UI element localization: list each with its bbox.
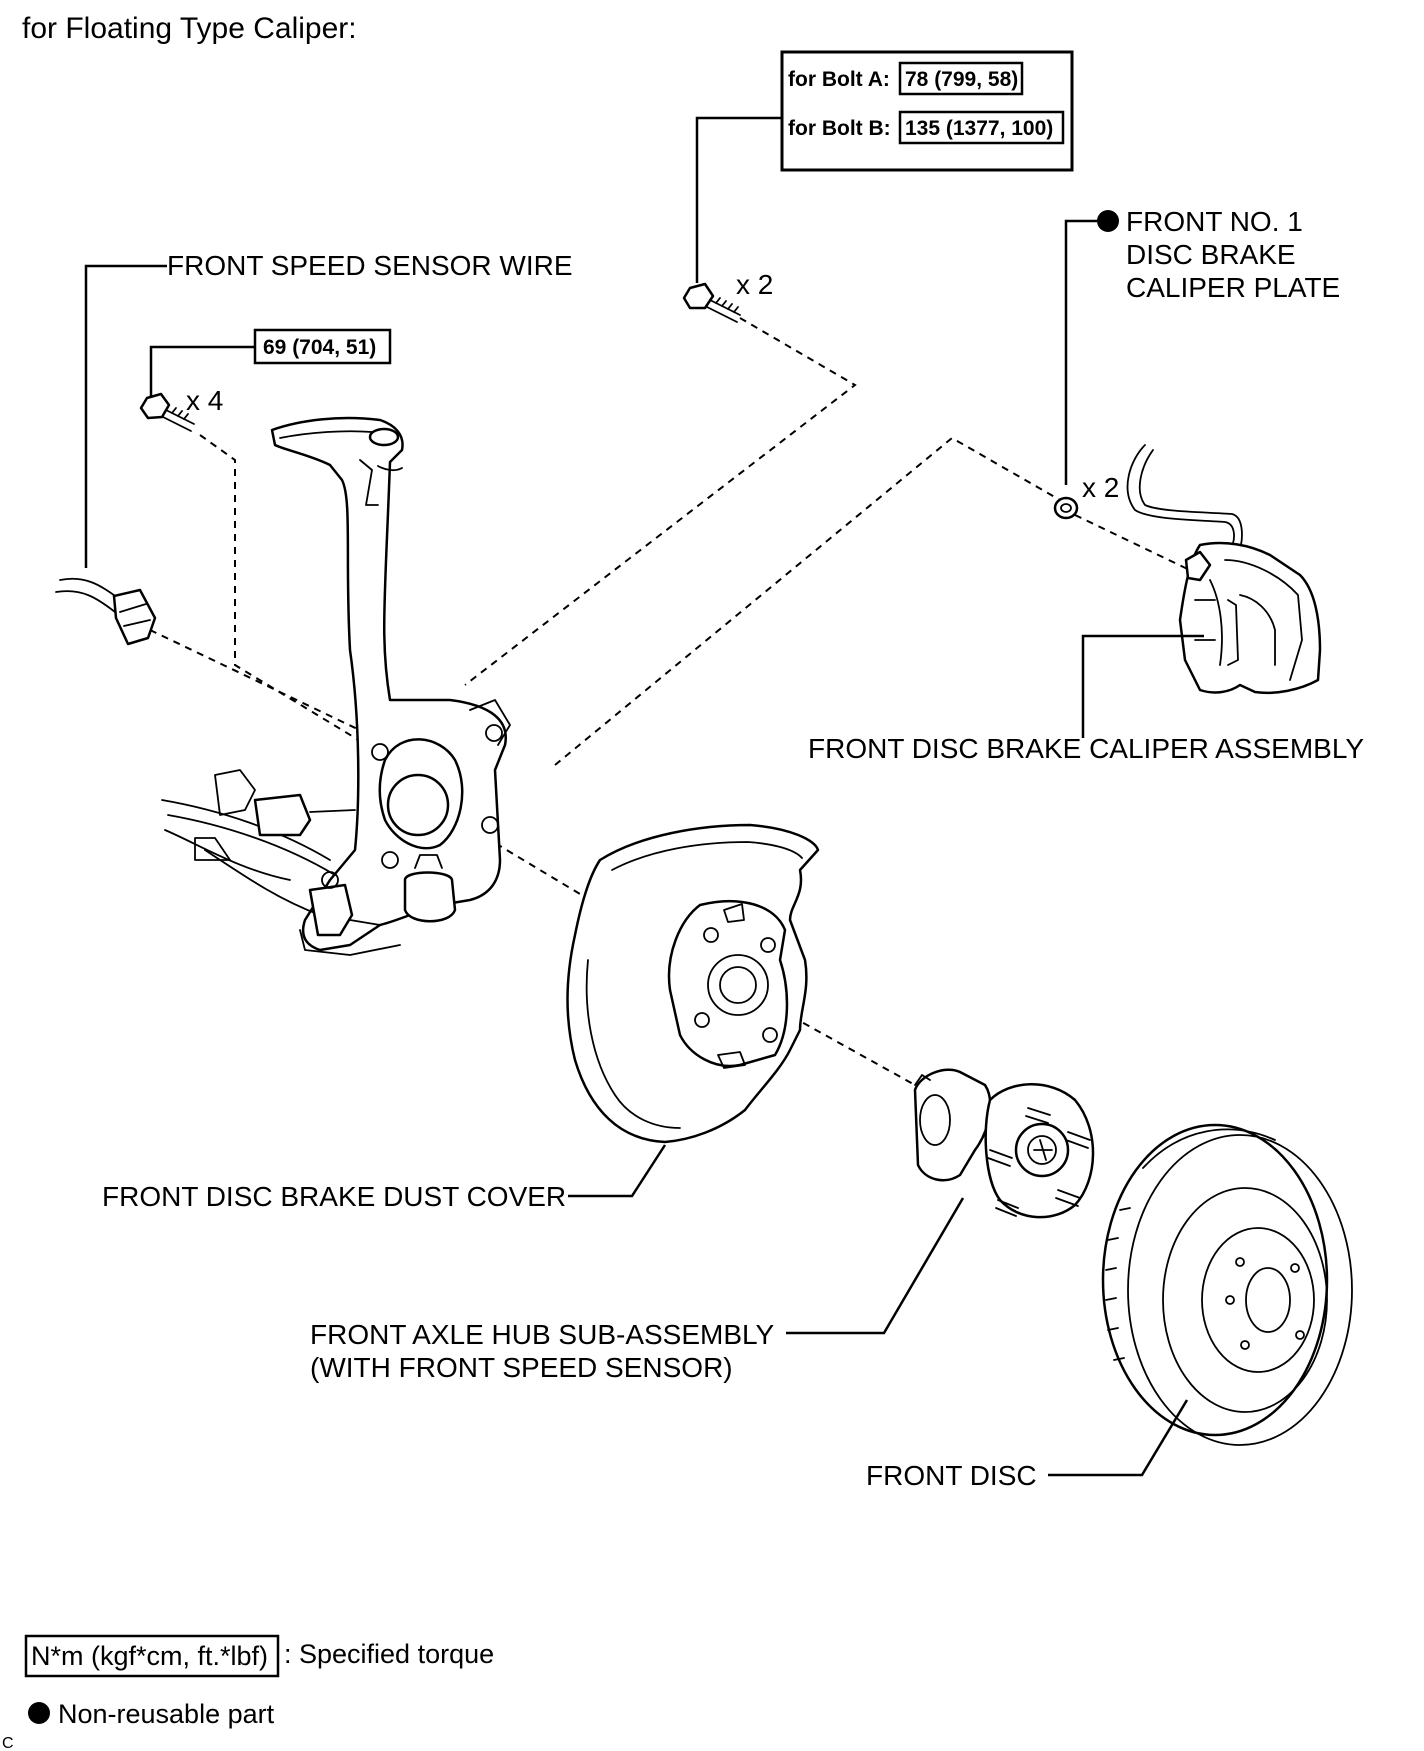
axle-hub-drawing <box>913 1068 1095 1219</box>
torque-legend-desc: : Specified torque <box>284 1639 494 1669</box>
caliper-bolt-icon <box>682 282 741 323</box>
caliper-bolt-leader <box>695 116 782 283</box>
caliper-plate-label-line1: FRONT NO. 1 <box>1126 206 1303 237</box>
bolt-a-torque-frame <box>898 61 1024 96</box>
speed-sensor-wire-label: FRONT SPEED SENSOR WIRE <box>167 250 573 281</box>
caliper-assembly-drawing <box>1126 444 1322 695</box>
nonreusable-marker <box>1097 210 1119 232</box>
nonreusable-legend-desc: Non-reusable part <box>58 1699 275 1729</box>
nonreusable-legend-marker <box>28 1702 50 1724</box>
dust-cover-label: FRONT DISC BRAKE DUST COVER <box>102 1181 566 1212</box>
steering-knuckle-drawing <box>270 416 511 952</box>
bolt-a-torque: 78 (799, 58) <box>905 68 1018 91</box>
axle-hub-leader <box>786 1197 965 1335</box>
speed-sensor-connector-drawing <box>55 577 157 646</box>
axle-hub-label-line2: (WITH FRONT SPEED SENSOR) <box>310 1352 733 1383</box>
bolt-b-torque: 135 (1377, 100) <box>905 117 1053 140</box>
caliper-plate-label-line3: CALIPER PLATE <box>1126 272 1340 303</box>
axle-hub-label-line1: FRONT AXLE HUB SUB-ASSEMBLY <box>310 1319 775 1350</box>
knuckle-bolt-icon <box>139 392 195 432</box>
knuckle-bolt-torque: 69 (704, 51) <box>263 336 376 359</box>
legend: N*m (kgf*cm, ft.*lbf) : Specified torque… <box>24 1634 494 1729</box>
bolt-b-label: for Bolt B: <box>788 117 891 140</box>
front-disc-drawing <box>1101 1123 1353 1446</box>
caliper-assembly-label: FRONT DISC BRAKE CALIPER ASSEMBLY <box>808 733 1364 764</box>
dust-cover-leader <box>568 1144 667 1198</box>
caliper-plate-label-line2: DISC BRAKE <box>1126 239 1296 270</box>
caliper-bolt-torque-box: for Bolt A: 78 (799, 58) for Bolt B: 135… <box>780 50 1074 172</box>
dust-cover-drawing <box>566 823 820 1144</box>
front-disc-label: FRONT DISC <box>866 1460 1037 1491</box>
caliper-bolt-quantity: x 2 <box>736 269 773 300</box>
bolt-b-torque-frame <box>898 110 1065 145</box>
knuckle-bolt-leader <box>149 345 255 398</box>
bolt-a-label: for Bolt A: <box>788 68 890 91</box>
caliper-plate-leader <box>1064 219 1097 485</box>
plate-nut-quantity: x 2 <box>1082 472 1119 503</box>
speed-sensor-wire-leader <box>84 264 167 568</box>
diagram-title: for Floating Type Caliper: <box>22 12 357 45</box>
caliper-assembly-leader <box>1081 634 1204 738</box>
corner-code: C <box>2 1735 14 1751</box>
front-disc-leader <box>1048 1399 1189 1477</box>
knuckle-bolt-quantity: x 4 <box>186 385 223 416</box>
plate-nut-icon <box>1053 496 1079 520</box>
suspension-arm-drawing <box>161 769 457 956</box>
torque-legend-box <box>24 1634 280 1678</box>
torque-legend-unit: N*m (kgf*cm, ft.*lbf) <box>31 1641 268 1671</box>
